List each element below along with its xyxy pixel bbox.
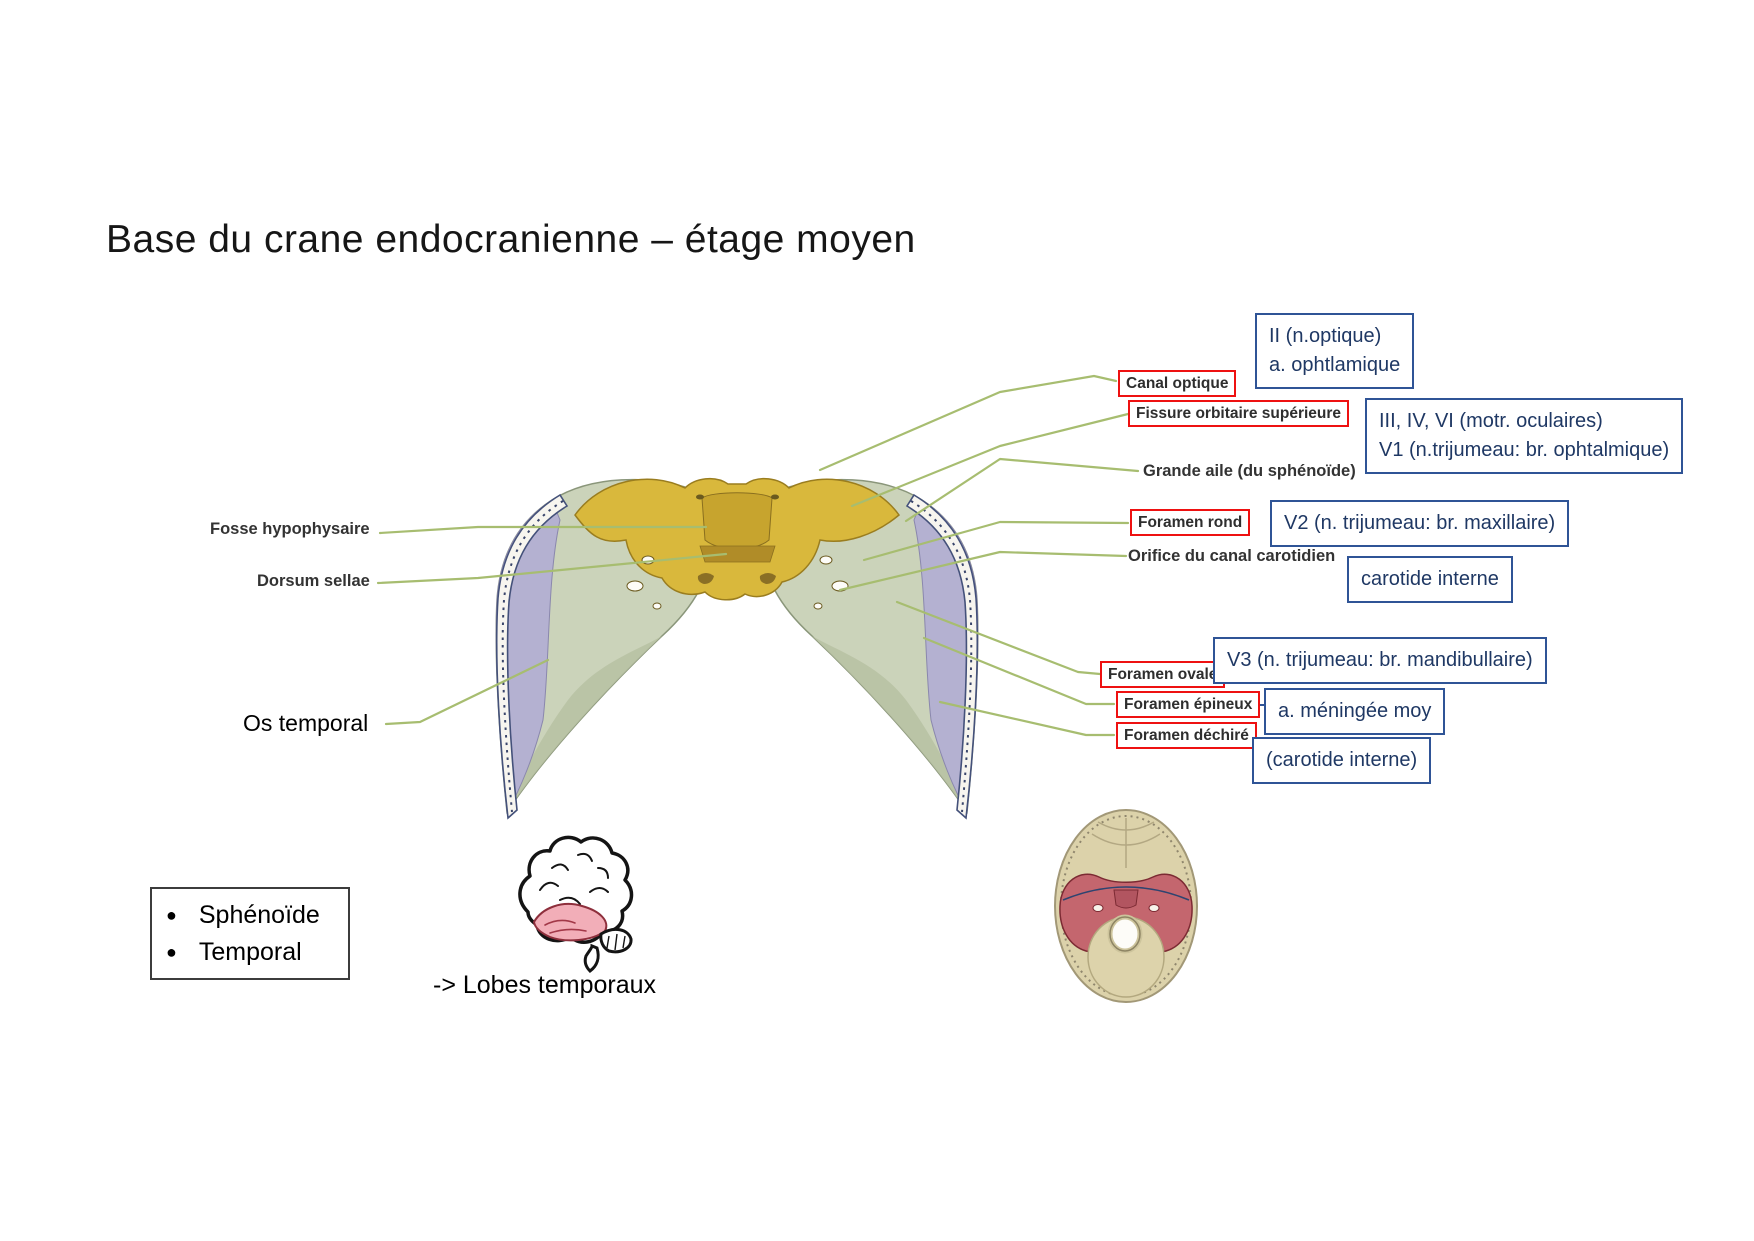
frontal-crest-lines bbox=[1091, 818, 1161, 868]
foramen-magnum-rim bbox=[1109, 916, 1141, 952]
annotation-carotide-interne-2: (carotide interne) bbox=[1252, 737, 1432, 784]
brain-caption: -> Lobes temporaux bbox=[433, 971, 657, 999]
label-canal-optique: Canal optique bbox=[1118, 370, 1237, 398]
sphenoid-illustration bbox=[495, 477, 979, 820]
inset-fossa-border bbox=[1062, 886, 1190, 901]
label-orifice-carotidien: Orifice du canal carotidien bbox=[1128, 547, 1336, 565]
foramen-lacerum-right bbox=[759, 573, 776, 584]
label-fosse-hypophysaire: Fosse hypophysaire bbox=[210, 520, 370, 538]
leader-fissure-orbitaire bbox=[850, 412, 1130, 508]
inset-sella bbox=[1113, 889, 1139, 909]
foramen-rotundum-right bbox=[819, 555, 833, 565]
bones-legend-label: Temporal bbox=[198, 937, 302, 966]
bullet-icon: ● bbox=[166, 904, 177, 925]
dorsum-sellae-ridge bbox=[699, 545, 776, 563]
foramen-lacerum-left bbox=[697, 573, 714, 584]
leader-orifice-carotidien bbox=[838, 550, 1128, 592]
foramen-ovale-left bbox=[626, 580, 644, 592]
label-grande-aile: Grande aile (du sphénoïde) bbox=[1143, 462, 1356, 480]
annotation-v2: V2 (n. trijumeau: br. maxillaire) bbox=[1270, 500, 1570, 547]
temporal-lobe-streaks bbox=[544, 919, 587, 934]
right-suture-band bbox=[905, 493, 979, 820]
bones-legend-item: ● Sphénoïde bbox=[166, 901, 348, 930]
page-title: Base du crane endocranienne – étage moye… bbox=[106, 218, 916, 261]
annotation-carotide-interne: carotide interne bbox=[1347, 556, 1513, 603]
leader-fosse-hypophysaire bbox=[378, 525, 708, 535]
label-os-temporal: Os temporal bbox=[243, 710, 369, 736]
inset-foramen-right bbox=[1148, 904, 1160, 912]
annotation-fissure-orbitaire: III, IV, VI (motr. oculaires) V1 (n.trij… bbox=[1365, 398, 1684, 474]
label-foramen-dechire: Foramen déchiré bbox=[1116, 722, 1257, 750]
annotation-canal-optique: II (n.optique) a. ophtlamique bbox=[1255, 313, 1415, 389]
label-fissure-orbitaire: Fissure orbitaire supérieure bbox=[1128, 400, 1350, 428]
optic-canal-right bbox=[771, 494, 779, 500]
inset-foramen-left bbox=[1092, 904, 1104, 912]
label-dorsum-sellae: Dorsum sellae bbox=[257, 572, 370, 590]
leader-foramen-rond bbox=[862, 520, 1130, 562]
optic-canal-left bbox=[696, 494, 704, 500]
leader-dorsum-sellae bbox=[376, 552, 728, 585]
brainstem bbox=[583, 943, 600, 973]
brain-icon bbox=[518, 835, 634, 973]
foramen-spinosum-right bbox=[813, 602, 823, 610]
annotation-line: II (n.optique) bbox=[1269, 325, 1382, 347]
bones-legend-label: Sphénoïde bbox=[198, 900, 320, 929]
bones-legend-item: ● Temporal bbox=[166, 938, 348, 967]
leader-foramen-dechire bbox=[938, 700, 1116, 737]
leader-grande-aile bbox=[904, 457, 1140, 523]
annotation-line: a. ophtlamique bbox=[1269, 354, 1401, 376]
leader-foramen-epineux bbox=[922, 636, 1116, 706]
annotation-v3: V3 (n. trijumeau: br. mandibullaire) bbox=[1213, 637, 1547, 684]
annotation-line: V1 (n.trijumeau: br. ophtalmique) bbox=[1379, 439, 1670, 461]
label-foramen-epineux: Foramen épineux bbox=[1116, 691, 1261, 719]
label-foramen-rond: Foramen rond bbox=[1130, 509, 1251, 537]
left-suture-band bbox=[495, 493, 569, 820]
foramen-spinosum-left bbox=[652, 602, 662, 610]
annotation-meningee: a. méningée moy bbox=[1264, 688, 1446, 735]
annotation-line: III, IV, VI (motr. oculaires) bbox=[1379, 410, 1603, 432]
bones-legend: ● Sphénoïde ● Temporal bbox=[150, 887, 350, 980]
skull-inset bbox=[1054, 809, 1198, 1003]
sella-turcica bbox=[701, 492, 773, 550]
bullet-icon: ● bbox=[166, 941, 177, 962]
cerebellum-folds bbox=[606, 933, 626, 951]
leader-lines bbox=[376, 374, 1140, 737]
leader-foramen-ovale bbox=[895, 600, 1102, 676]
leader-canal-optique bbox=[818, 374, 1118, 472]
label-foramen-ovale: Foramen ovale bbox=[1100, 661, 1226, 689]
leader-os-temporal bbox=[384, 658, 550, 726]
brain-gyri bbox=[539, 852, 609, 905]
